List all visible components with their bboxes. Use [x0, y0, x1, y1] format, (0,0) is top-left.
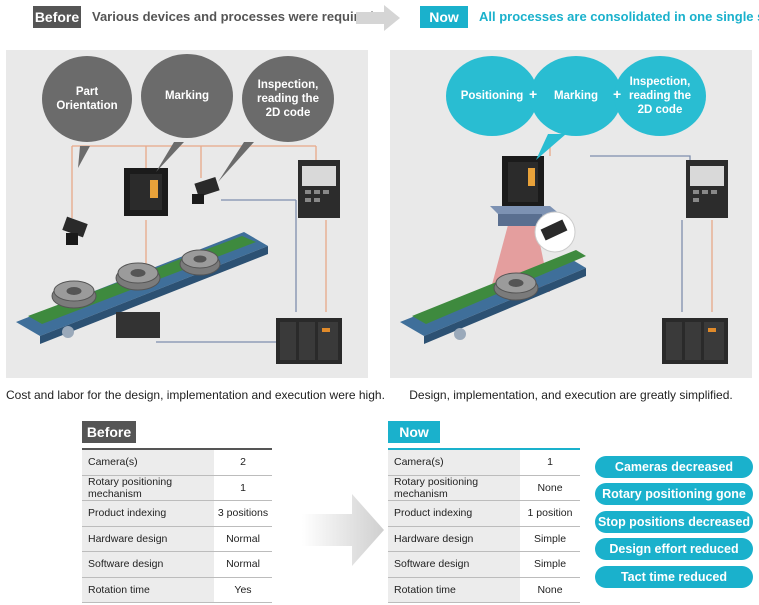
- controller-icon: [686, 160, 728, 218]
- plus-sign-1: +: [529, 86, 538, 102]
- rotary-mechanism-icon: [116, 312, 160, 338]
- camera-right-icon: [192, 176, 220, 204]
- now-illustration: Positioning Marking Inspection,reading t…: [390, 50, 752, 378]
- transition-arrow-icon: [302, 494, 384, 566]
- now-caption: Design, implementation, and execution ar…: [409, 388, 733, 402]
- benefit-stop-positions-decreased: Stop positions decreased: [595, 511, 753, 533]
- now-tag: Now: [420, 6, 468, 28]
- marking-unit-icon: [124, 168, 168, 216]
- benefit-rotary-positioning-gone: Rotary positioning gone: [595, 483, 753, 505]
- camera-icon: [534, 211, 576, 253]
- now-table-title: Now: [388, 421, 440, 443]
- benefit-cameras-decreased: Cameras decreased: [595, 456, 753, 478]
- before-headline: Various devices and processes were requi…: [92, 9, 378, 24]
- bubble-positioning: Positioning: [446, 56, 538, 136]
- gear-icon: [493, 272, 539, 301]
- gear-icons: [51, 249, 221, 309]
- benefit-tact-time-reduced: Tact time reduced: [595, 566, 753, 588]
- bubble-marking: Marking: [530, 56, 622, 136]
- conveyor-icon: [400, 250, 586, 344]
- bubble-marking: Marking: [141, 54, 233, 138]
- table-row: Camera(s)2: [82, 449, 272, 476]
- plc-icon: [276, 318, 342, 364]
- plus-sign-2: +: [613, 86, 622, 102]
- table-row: Camera(s)1: [388, 449, 580, 476]
- camera-left-icon: [62, 216, 88, 245]
- now-headline: All processes are consolidated in one si…: [479, 9, 759, 24]
- header-arrow-icon: [356, 5, 400, 31]
- controller-icon: [298, 160, 340, 218]
- before-tag: Before: [33, 6, 81, 28]
- benefit-design-effort-reduced: Design effort reduced: [595, 538, 753, 560]
- before-caption: Cost and labor for the design, implement…: [6, 388, 385, 402]
- plc-icon: [662, 318, 728, 364]
- integrated-unit-icon: [490, 156, 562, 226]
- before-table-title: Before: [82, 421, 136, 443]
